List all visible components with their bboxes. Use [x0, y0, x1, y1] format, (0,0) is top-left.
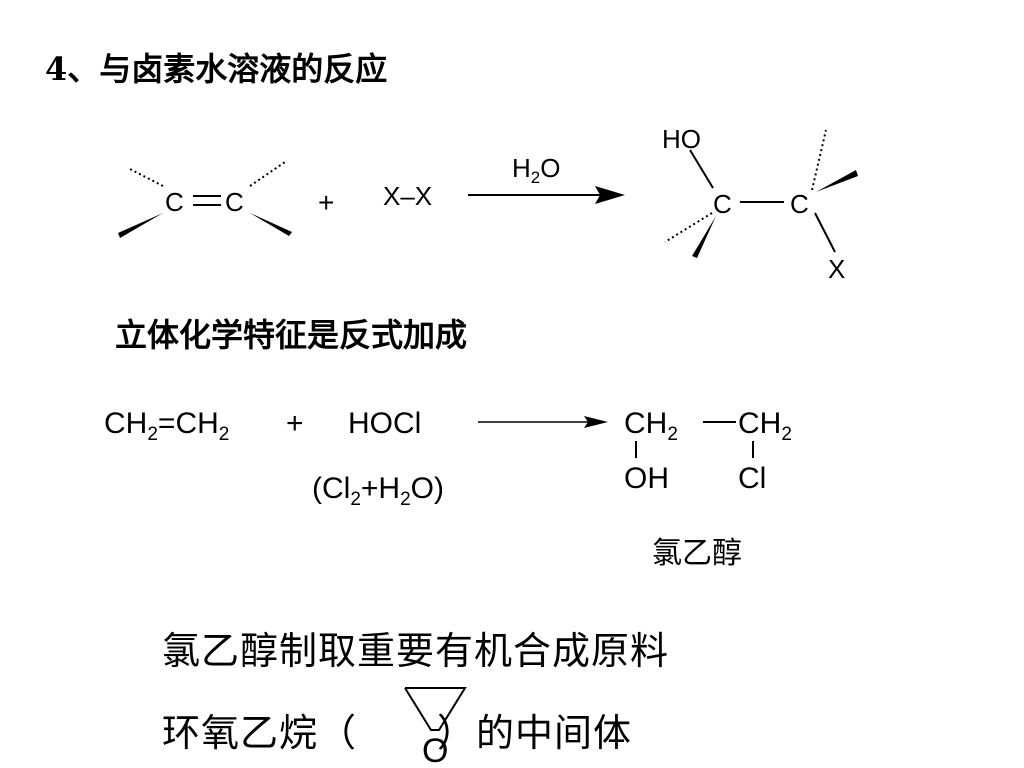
note-line-2: 环氧乙烷（ ）的中间体 — [162, 702, 632, 757]
product-name: 氯乙醇 — [652, 536, 742, 571]
product-ch2-left: CH2 — [624, 407, 678, 445]
reaction-scheme-2: CH2=CH2 + HOCl (Cl2+H2O) CH2 CH2 OH Cl — [104, 407, 792, 510]
reaction-scheme-1: C C + X–X H2O HO C C X — [118, 124, 858, 284]
reagent-halogen: X–X — [383, 181, 432, 211]
product-cl: Cl — [738, 462, 766, 495]
wedge-right — [250, 213, 292, 236]
product-oh: OH — [624, 462, 669, 495]
plus-sign-2: + — [286, 407, 304, 440]
note-line-2-after: ）的中间体 — [437, 711, 633, 755]
ethylene-formula: CH2=CH2 — [104, 407, 229, 445]
note-line-1: 氯乙醇制取重要有机合成原料 — [162, 629, 670, 673]
plus-sign-1: + — [318, 187, 334, 218]
product-x: X — [828, 254, 845, 284]
wedge-left — [118, 213, 163, 238]
hocl-source: (Cl2+H2O) — [312, 472, 444, 510]
reactant-c2: C — [225, 187, 244, 217]
alkene-bonds — [127, 161, 286, 206]
product-wedge-right — [816, 170, 858, 192]
product-wedge-left — [692, 216, 716, 258]
note-line-2-before: 环氧乙烷（ — [162, 711, 358, 755]
product-ho: HO — [662, 124, 701, 154]
product-c1: C — [713, 189, 732, 219]
epoxide-structure-icon: O — [404, 687, 467, 768]
epoxide-o: O — [422, 732, 448, 768]
stereo-note: 立体化学特征是反式加成 — [115, 316, 468, 354]
product-bonds — [664, 129, 836, 253]
reaction-arrow-1 — [468, 186, 625, 204]
product-c2: C — [790, 189, 809, 219]
section-heading: 4、与卤素水溶液的反应 — [45, 50, 388, 88]
reaction-arrow-2 — [478, 416, 608, 428]
hocl-formula: HOCl — [348, 407, 421, 440]
product-ch2-right: CH2 — [738, 407, 792, 445]
reactant-c1: C — [165, 187, 184, 217]
arrow-condition: H2O — [512, 153, 560, 187]
